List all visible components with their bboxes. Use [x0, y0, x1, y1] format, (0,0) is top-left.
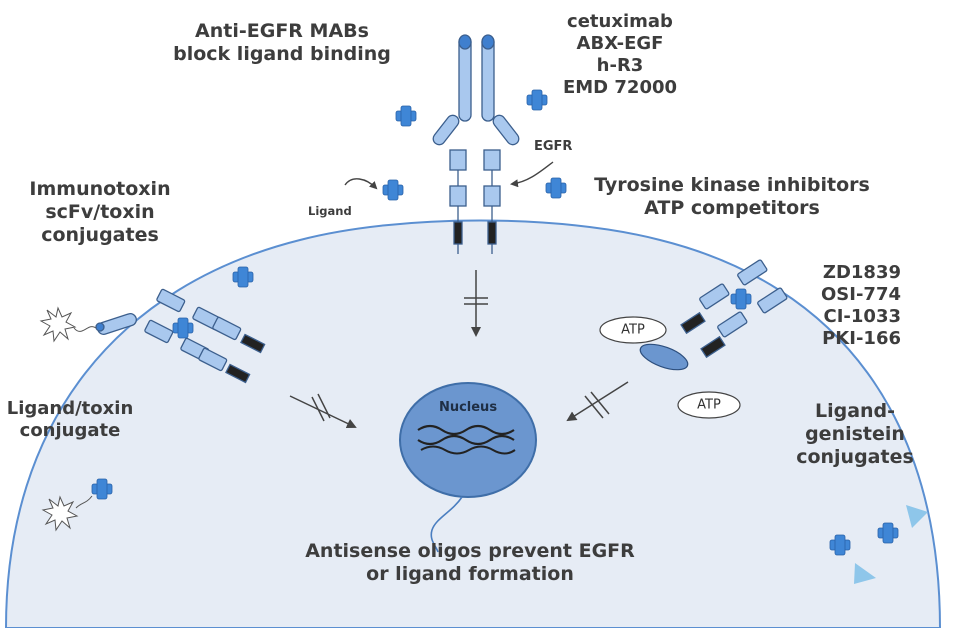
label-line: Anti-EGFR MABs	[195, 20, 369, 42]
label-line: Antisense oligos prevent EGFR	[305, 540, 635, 562]
genistein-icon	[906, 505, 928, 528]
atp-label: ATP	[621, 322, 645, 338]
ligand-icon	[526, 89, 548, 111]
atp-oval	[677, 391, 741, 419]
inhibitor-icon	[639, 343, 689, 371]
antisense-label: Antisense oligos prevent EGFR or ligand …	[305, 540, 635, 586]
anti-egfr-label: Anti-EGFR MABs block ligand binding	[173, 20, 391, 66]
antisense-oligo	[430, 496, 463, 553]
label-line: conjugate	[19, 419, 121, 441]
label-line: or ligand formation	[366, 563, 574, 586]
nucleus-label: Nucleus	[438, 400, 498, 415]
drug-name: h-R3	[596, 54, 644, 76]
ligand-genistein-label: Ligand- genistein conjugates	[796, 400, 914, 470]
tki-drug-list: ZD1839 OSI-774 CI-1033 PKI-166	[821, 262, 901, 350]
dna-strand	[417, 434, 515, 446]
label-line: Immunotoxin	[29, 178, 171, 200]
label-line: Ligand/toxin	[6, 398, 134, 419]
ligand-arrow	[344, 178, 378, 190]
drug-name: OSI-774	[820, 283, 901, 305]
immunotoxin-receptor	[95, 288, 266, 384]
dna-strand	[417, 424, 515, 436]
atp-oval	[599, 316, 667, 344]
label-line: conjugates	[796, 446, 914, 469]
genistein-icon	[854, 563, 876, 584]
egfr-receptor	[432, 34, 520, 254]
label-line: scFv/toxin	[45, 201, 155, 224]
blocked-arrow	[289, 395, 357, 429]
ligand-toxin-label: Ligand/toxin conjugate	[7, 398, 134, 442]
ligand-icon	[545, 177, 567, 199]
tki-label: Tyrosine kinase inhibitors ATP competito…	[594, 174, 870, 220]
label-line: Tyrosine kinase inhibitors	[594, 174, 870, 196]
dna-strand	[420, 445, 516, 455]
label-line: block ligand binding	[173, 43, 391, 66]
drug-name: ABX-EGF	[576, 32, 664, 54]
tki-receptor	[680, 259, 788, 359]
label-line: Ligand-	[814, 400, 896, 422]
atp-label: ATP	[697, 397, 721, 413]
ligand-label: Ligand	[308, 204, 352, 218]
drug-name: PKI-166	[822, 327, 901, 349]
drug-name: cetuximab	[567, 11, 673, 32]
immunotoxin-label: Immunotoxin scFv/toxin conjugates	[29, 178, 170, 248]
ligand-icon	[382, 179, 404, 201]
label-line: genistein	[805, 423, 905, 446]
drug-name: CI-1033	[823, 305, 901, 327]
egfr-arrow	[510, 161, 554, 188]
drug-name: ZD1839	[822, 262, 901, 283]
toxin-icon	[40, 307, 76, 342]
label-line: ATP competitors	[644, 197, 820, 220]
egfr-label: EGFR	[534, 139, 573, 154]
antibody-drug-list: cetuximab ABX-EGF h-R3 EMD 72000	[563, 11, 677, 99]
drug-name: EMD 72000	[562, 76, 678, 98]
label-line: conjugates	[41, 224, 159, 247]
ligand-icon	[395, 105, 417, 127]
